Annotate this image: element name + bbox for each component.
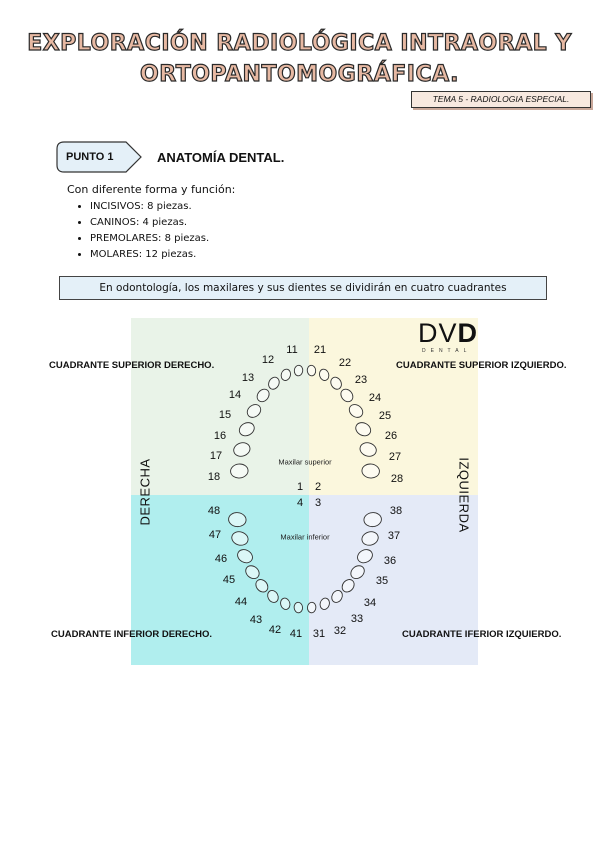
upper-tooth-outline xyxy=(306,364,317,377)
upper-tooth-outline xyxy=(330,376,342,390)
lower-tooth-outline xyxy=(237,549,253,564)
quadrant-number: 3 xyxy=(314,497,322,509)
list-item: INCISIVOS: 8 piezas. xyxy=(90,199,209,215)
lower-tooth-outline xyxy=(363,512,382,528)
tooth-number: 24 xyxy=(368,392,382,404)
lower-tooth-outline xyxy=(293,601,303,614)
tooth-number: 44 xyxy=(234,596,248,608)
upper-tooth-outline xyxy=(280,368,291,381)
lower-tooth-outline xyxy=(228,512,247,528)
section-title: ANATOMÍA DENTAL. xyxy=(157,150,285,165)
list-item: MOLARES: 12 piezas. xyxy=(90,247,209,263)
upper-tooth-outline xyxy=(293,364,304,377)
tooth-number: 45 xyxy=(222,574,236,586)
punto-badge-shape xyxy=(56,141,142,173)
lower-tooth-outline xyxy=(245,565,260,580)
label-cuadrante-inferior-derecho: CUADRANTE INFERIOR DERECHO. xyxy=(51,629,212,640)
upper-tooth-outline xyxy=(238,422,255,437)
intro-text: Con diferente forma y función: xyxy=(67,183,236,196)
tooth-number: 38 xyxy=(389,505,403,517)
tooth-number: 47 xyxy=(208,529,222,541)
label-maxilar-inferior: Maxilar inferior xyxy=(280,532,330,542)
tooth-number: 26 xyxy=(384,430,398,442)
lower-tooth-outline xyxy=(267,589,279,603)
tooth-number: 16 xyxy=(213,430,227,442)
upper-tooth-outline xyxy=(359,442,377,457)
tooth-number: 32 xyxy=(333,625,347,637)
topic-badge: TEMA 5 - RADIOLOGIA ESPECIAL. xyxy=(411,91,591,108)
tooth-number: 11 xyxy=(286,344,298,356)
quadrant-lower-right-bg xyxy=(131,495,309,665)
upper-tooth-outline xyxy=(246,404,262,418)
upper-tooth-outline xyxy=(233,442,251,457)
lower-tooth-outline xyxy=(341,579,355,593)
tooth-number: 17 xyxy=(209,450,223,462)
tooth-number: 25 xyxy=(378,410,392,422)
upper-tooth-outline xyxy=(348,404,364,418)
page-title-line2: ORTOPANTOMOGRÁFICA. xyxy=(139,61,459,87)
label-cuadrante-inferior-izquierdo: CUADRANTE IFERIOR IZQUIERDO. xyxy=(402,629,562,640)
tooth-number: 35 xyxy=(375,575,389,587)
tooth-number: 13 xyxy=(241,372,255,384)
tooth-number: 31 xyxy=(312,628,326,640)
tooth-number: 48 xyxy=(207,505,221,517)
tooth-number: 34 xyxy=(363,597,377,609)
tooth-number: 28 xyxy=(390,473,404,485)
quadrant-lower-left-bg xyxy=(309,495,478,665)
tooth-number: 15 xyxy=(218,409,232,421)
page-title-line1: EXPLORACIÓN RADIOLÓGICA INTRAORAL Y xyxy=(27,30,572,56)
list-item: CANINOS: 4 piezas. xyxy=(90,215,209,231)
list-item: PREMOLARES: 8 piezas. xyxy=(90,231,209,247)
dvd-dental-logo: DVD DENTAL xyxy=(418,318,479,354)
info-box: En odontología, los maxilares y sus dien… xyxy=(59,276,547,300)
upper-tooth-outline xyxy=(340,388,354,403)
tooth-number: 41 xyxy=(289,628,303,640)
tooth-number: 21 xyxy=(313,344,327,356)
side-label-izquierda: IZQUIERDA xyxy=(456,457,472,533)
teeth-type-list: INCISIVOS: 8 piezas. CANINOS: 4 piezas. … xyxy=(72,199,209,263)
label-cuadrante-superior-derecho: CUADRANTE SUPERIOR DERECHO. xyxy=(49,360,215,371)
upper-tooth-outline xyxy=(230,463,249,479)
tooth-number: 18 xyxy=(207,471,221,483)
tooth-number: 43 xyxy=(249,614,263,626)
upper-tooth-outline xyxy=(361,463,380,479)
tooth-number: 36 xyxy=(383,555,397,567)
tooth-number: 14 xyxy=(228,389,242,401)
lower-tooth-outline xyxy=(331,589,343,603)
quadrant-number: 1 xyxy=(296,481,304,493)
upper-tooth-outline xyxy=(355,422,372,437)
quadrant-number: 2 xyxy=(314,481,322,493)
quadrant-upper-right-bg xyxy=(131,318,309,495)
lower-tooth-outline xyxy=(280,597,291,610)
tooth-number: 12 xyxy=(261,354,275,366)
lower-tooth-outline xyxy=(307,601,317,614)
upper-tooth-outline xyxy=(319,368,330,381)
tooth-number: 37 xyxy=(387,530,401,542)
quadrant-upper-left-bg xyxy=(309,318,478,495)
lower-tooth-outline xyxy=(350,565,365,580)
lower-tooth-outline xyxy=(319,597,330,610)
tooth-number: 23 xyxy=(354,374,368,386)
upper-tooth-outline xyxy=(256,388,270,403)
lower-tooth-outline xyxy=(361,531,379,546)
tooth-number: 46 xyxy=(214,553,228,565)
upper-tooth-outline xyxy=(268,376,280,390)
tooth-number: 27 xyxy=(388,451,402,463)
tooth-number: 33 xyxy=(350,613,364,625)
quadrant-number: 4 xyxy=(296,497,304,509)
tooth-number: 42 xyxy=(268,624,282,636)
lower-tooth-outline xyxy=(231,531,249,546)
punto-label: PUNTO 1 xyxy=(66,151,114,163)
label-maxilar-superior: Maxilar superior xyxy=(278,457,332,467)
label-cuadrante-superior-izquierdo: CUADRANTE SUPERIOR IZQUIERDO. xyxy=(396,360,567,371)
tooth-number: 22 xyxy=(338,357,352,369)
lower-tooth-outline xyxy=(255,579,269,593)
lower-tooth-outline xyxy=(357,549,373,564)
side-label-derecha: DERECHA xyxy=(137,458,153,526)
